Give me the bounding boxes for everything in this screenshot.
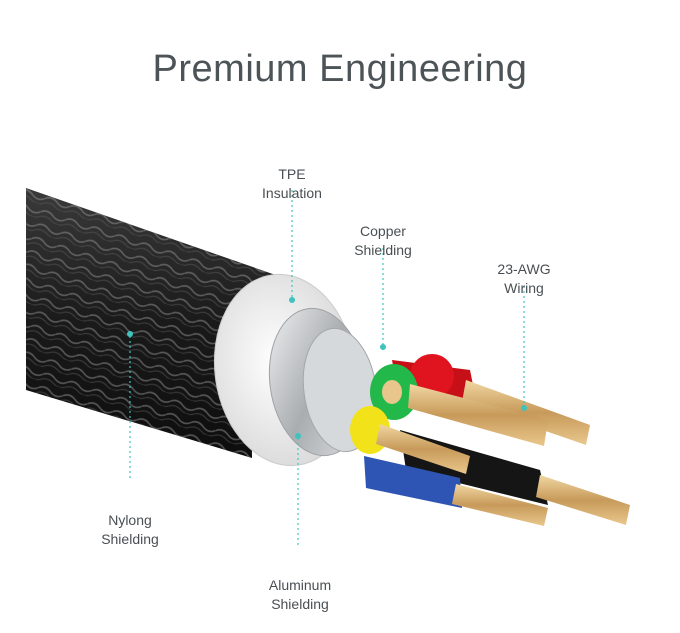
yellow-wire: [350, 406, 470, 474]
dot-copper: [380, 344, 386, 350]
page-title: Premium Engineering: [152, 48, 528, 90]
dot-nylong: [127, 331, 133, 337]
dot-aluminum: [295, 433, 301, 439]
leader-dots: [127, 297, 527, 439]
leader-lines: [129, 190, 525, 548]
dot-tpe: [289, 297, 295, 303]
blue-wire: [364, 456, 548, 526]
dot-awg: [521, 405, 527, 411]
green-wire: [370, 364, 548, 446]
